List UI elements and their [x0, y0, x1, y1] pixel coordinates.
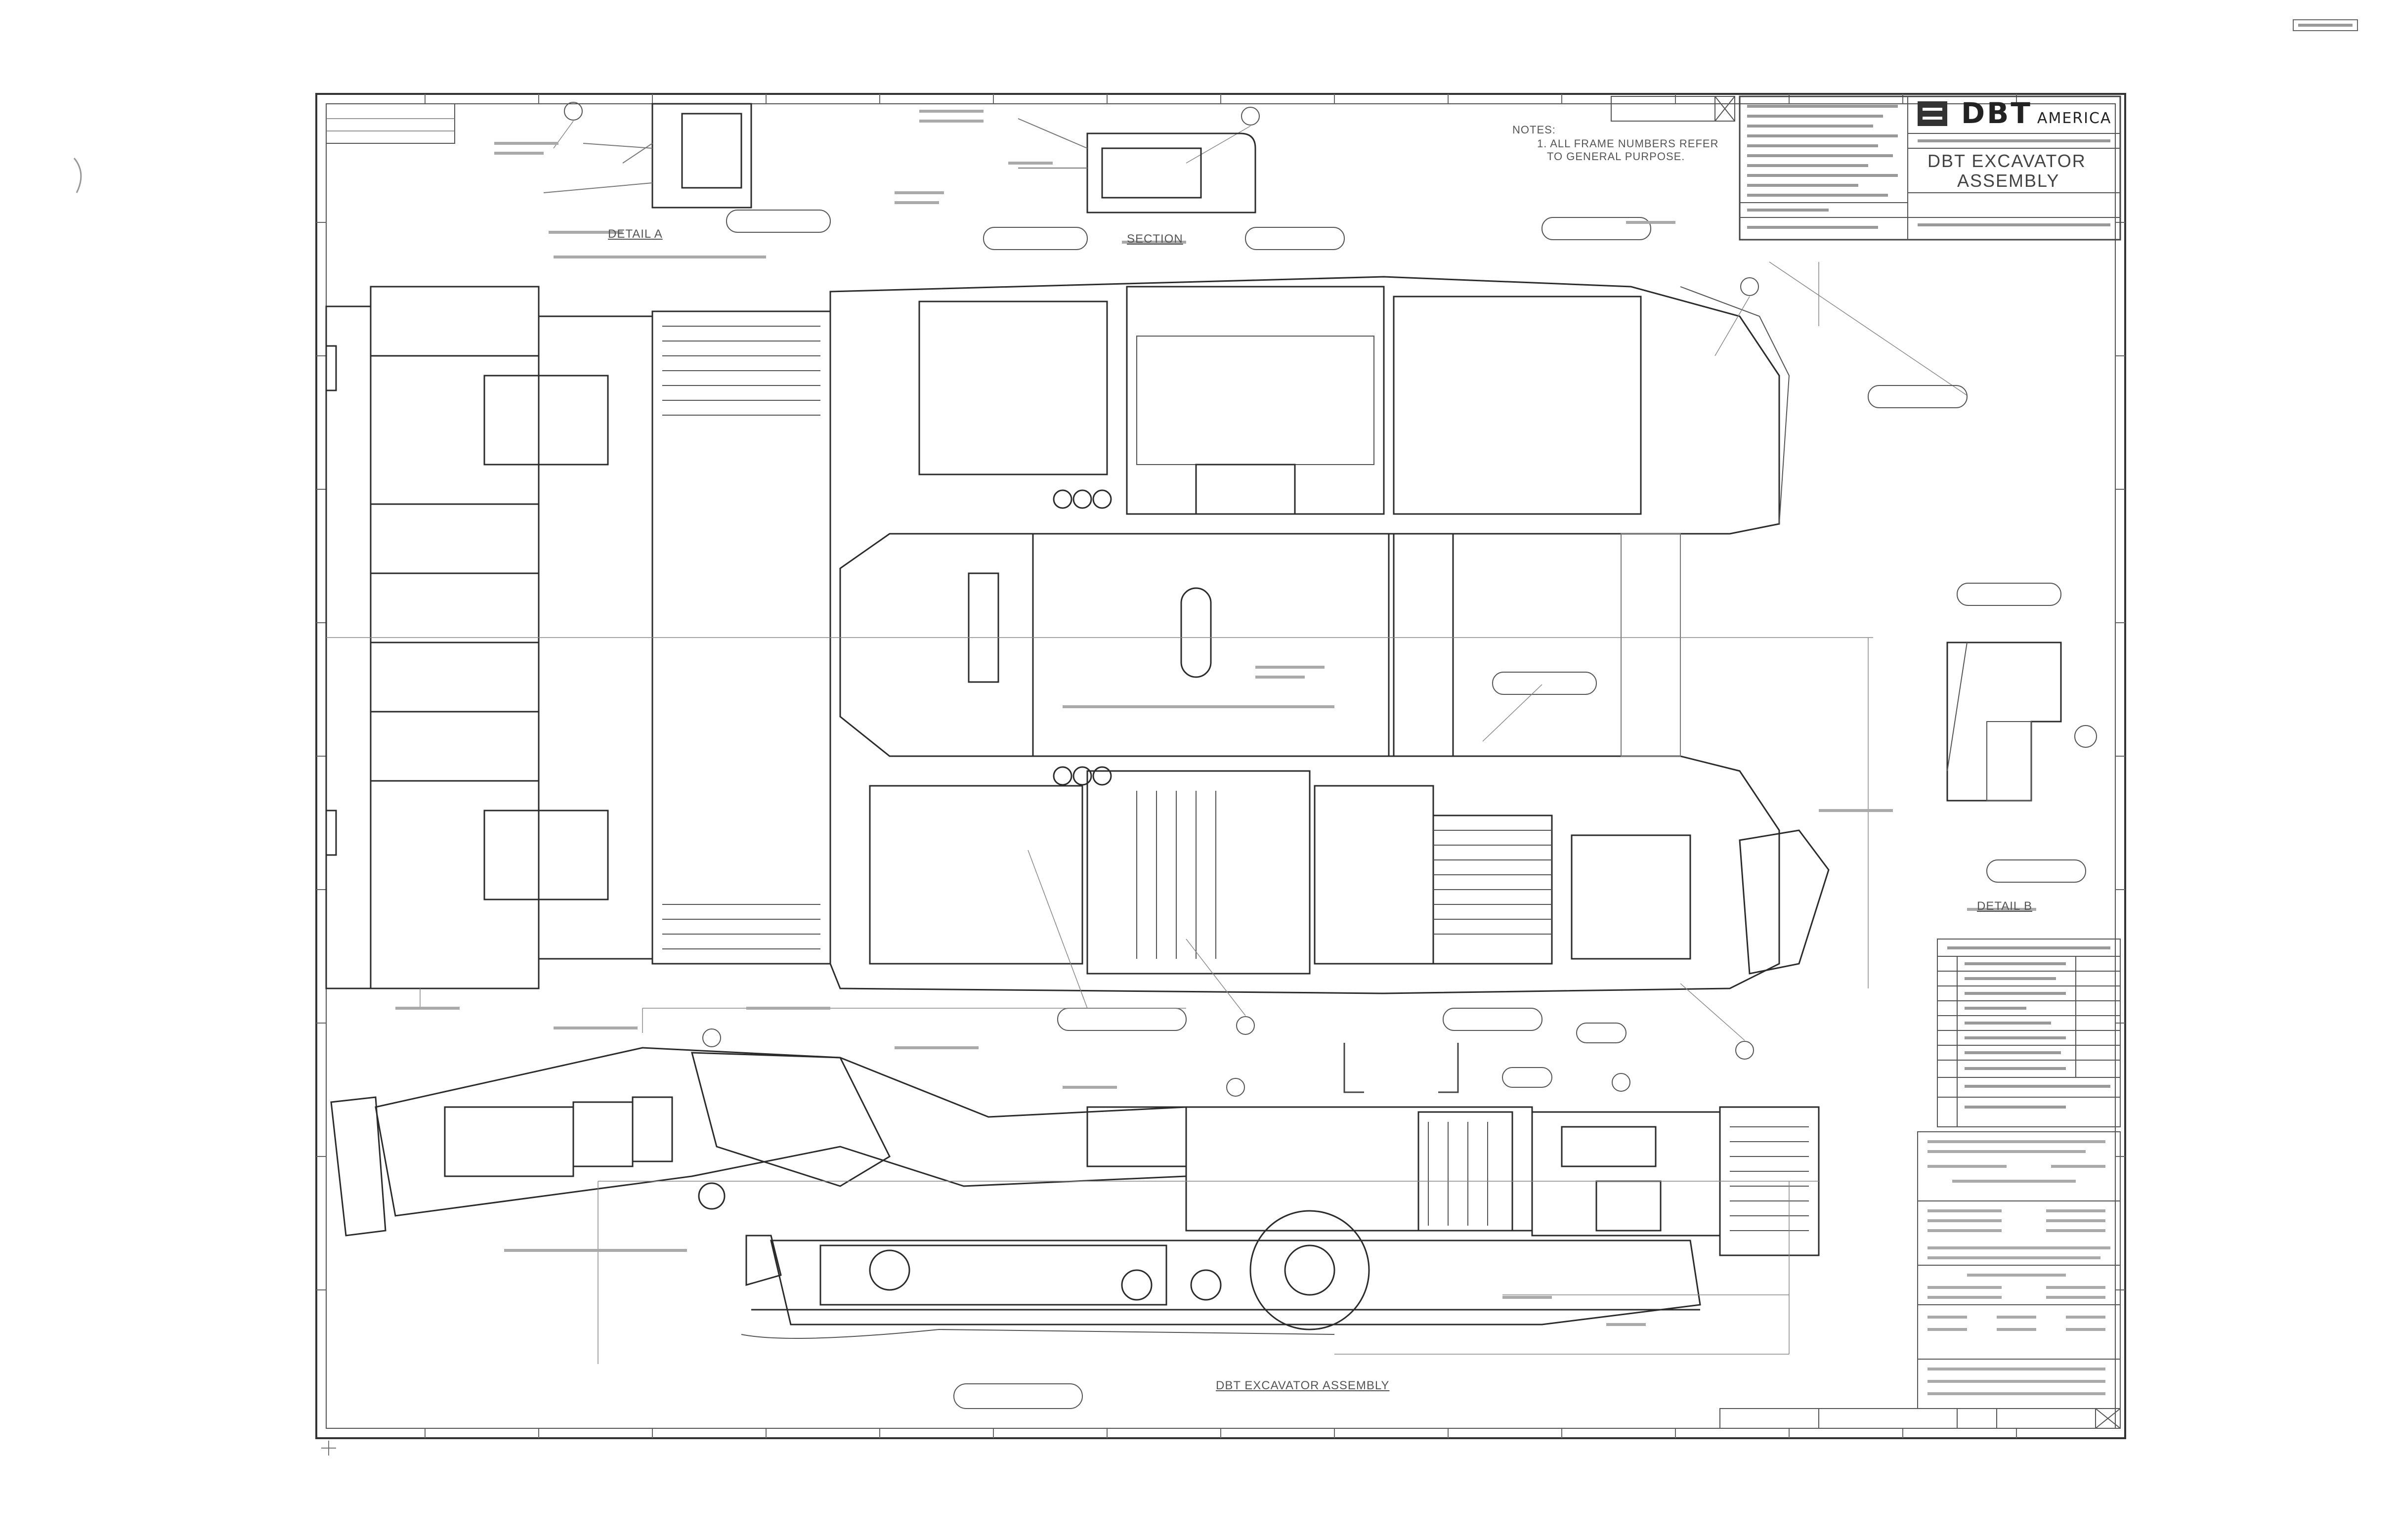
leader-lines — [553, 121, 1750, 1041]
plan-dimensions — [326, 261, 1968, 1008]
zone-ticks-top — [425, 94, 2017, 104]
plan-view — [325, 276, 1830, 994]
spec-table — [1917, 1131, 2121, 1409]
detail-a-title: DETAIL A — [608, 227, 663, 241]
outer-border — [315, 93, 2126, 1439]
company-suffix: AMERICA — [2037, 110, 2112, 127]
zone-ticks-right — [2115, 222, 2125, 1290]
bottom-number-bar — [1719, 1408, 2121, 1429]
detail-top-center — [1018, 118, 1256, 214]
registration-marks — [321, 1441, 336, 1455]
detail-b — [1946, 642, 2062, 802]
revision-box — [326, 103, 455, 144]
side-elevation-view — [330, 1047, 1820, 1339]
spec-table-text — [1927, 1140, 2110, 1395]
drawing-title-line1: DBT EXCAVATOR — [1927, 151, 2086, 171]
title-block-text-lines — [1747, 105, 2110, 229]
zone-ticks-bottom — [425, 1428, 2017, 1438]
left-margin-mark — [73, 158, 82, 193]
detail-a — [543, 103, 752, 209]
scale-box — [1611, 96, 1735, 122]
side-dimensions — [598, 1008, 1819, 1364]
company-logo-text: DBT AMERICA — [1961, 96, 2111, 130]
section-arrows — [1343, 1043, 1459, 1093]
parts-list-table — [1937, 939, 2121, 1127]
drawing-title-line2: ASSEMBLY — [1957, 171, 2060, 191]
top-right-tag — [2293, 19, 2358, 31]
note-1: 1. ALL FRAME NUMBERS REFER — [1537, 137, 1719, 150]
inner-border — [326, 103, 2116, 1429]
side-view-title: DBT EXCAVATOR ASSEMBLY — [1216, 1379, 1390, 1392]
dbt-logo-mark — [1918, 101, 1947, 126]
parts-list-text — [1947, 946, 2110, 1109]
detail-b-title: DETAIL B — [1977, 899, 2033, 913]
note-2: TO GENERAL PURPOSE. — [1547, 150, 1685, 163]
zone-ticks-left — [316, 222, 326, 1290]
section-title: SECTION — [1127, 232, 1183, 246]
title-block — [1739, 95, 2121, 241]
drawing-annotation-text — [395, 110, 2036, 1326]
callout-balloons — [564, 102, 2097, 1409]
company-name: DBT — [1961, 96, 2032, 130]
notes-header: NOTES: — [1512, 124, 1556, 136]
